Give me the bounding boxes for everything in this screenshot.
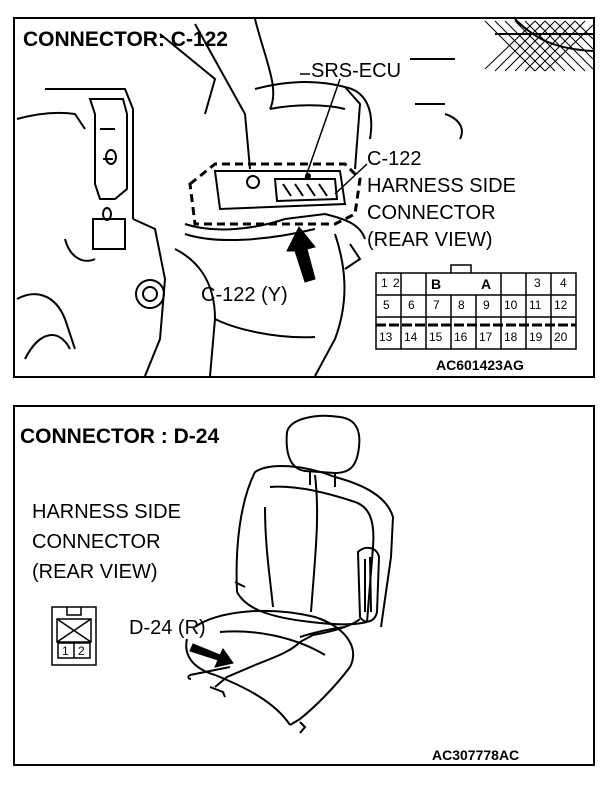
connector-c122-panel: CONNECTOR: C-122 SRS-ECU C-122 HARNESS S…	[13, 17, 595, 378]
figure-code: AC307778AC	[432, 747, 520, 763]
pin-label: 11	[529, 298, 542, 312]
pin-label: 17	[479, 330, 493, 344]
harness-side-label: HARNESS SIDE	[367, 175, 516, 197]
pin-label: 9	[483, 298, 490, 312]
pin-label: 14	[404, 330, 418, 344]
pin-label: 7	[433, 298, 440, 312]
pin-label: 15	[429, 330, 443, 344]
seat-illustration	[51, 414, 395, 734]
connector-d24-panel: CONNECTOR : D-24 HARNESS SIDE CONNECTOR …	[13, 405, 595, 766]
pin-label: 1	[62, 644, 69, 658]
harness-side-label: HARNESS SIDE	[32, 501, 181, 523]
pin-label: 12	[554, 298, 568, 312]
pin-label: 1	[381, 276, 388, 290]
connector-tag-label: C-122 (Y)	[201, 284, 288, 306]
pin-label: 8	[458, 298, 465, 312]
pin-label: 19	[529, 330, 543, 344]
pin-label: B	[431, 276, 442, 292]
connector-tag-label: D-24 (R)	[129, 617, 206, 639]
rear-view-label: (REAR VIEW)	[32, 561, 158, 583]
pin-label: A	[481, 276, 492, 292]
pin-label: 2	[393, 276, 400, 290]
figure-code: AC601423AG	[436, 357, 524, 373]
connector-c122-title: CONNECTOR: C-122	[23, 28, 228, 51]
pin-label: 18	[504, 330, 518, 344]
pin-label: 20	[554, 330, 568, 344]
d24-pin-diagram	[51, 606, 97, 666]
direction-arrow	[286, 226, 316, 283]
connector-id-label: C-122	[367, 148, 422, 170]
pin-label: 3	[534, 276, 541, 290]
connector-label: CONNECTOR	[367, 202, 496, 224]
pin-label: 13	[379, 330, 393, 344]
pin-label: 6	[408, 298, 415, 312]
hatch-pattern	[484, 20, 593, 72]
rear-view-label: (REAR VIEW)	[367, 229, 493, 251]
srs-ecu-label: SRS-ECU	[311, 60, 402, 82]
pin-label: 16	[454, 330, 468, 344]
direction-arrow	[189, 643, 234, 668]
connector-label: CONNECTOR	[32, 531, 161, 553]
pin-label: 4	[560, 276, 567, 290]
pin-label: 5	[383, 298, 390, 312]
pin-label: 10	[504, 298, 518, 312]
pin-label: 2	[78, 644, 85, 658]
vehicle-interior-illustration	[16, 19, 593, 376]
c122-pin-diagram	[375, 264, 577, 350]
connector-d24-title: CONNECTOR : D-24	[20, 425, 220, 448]
